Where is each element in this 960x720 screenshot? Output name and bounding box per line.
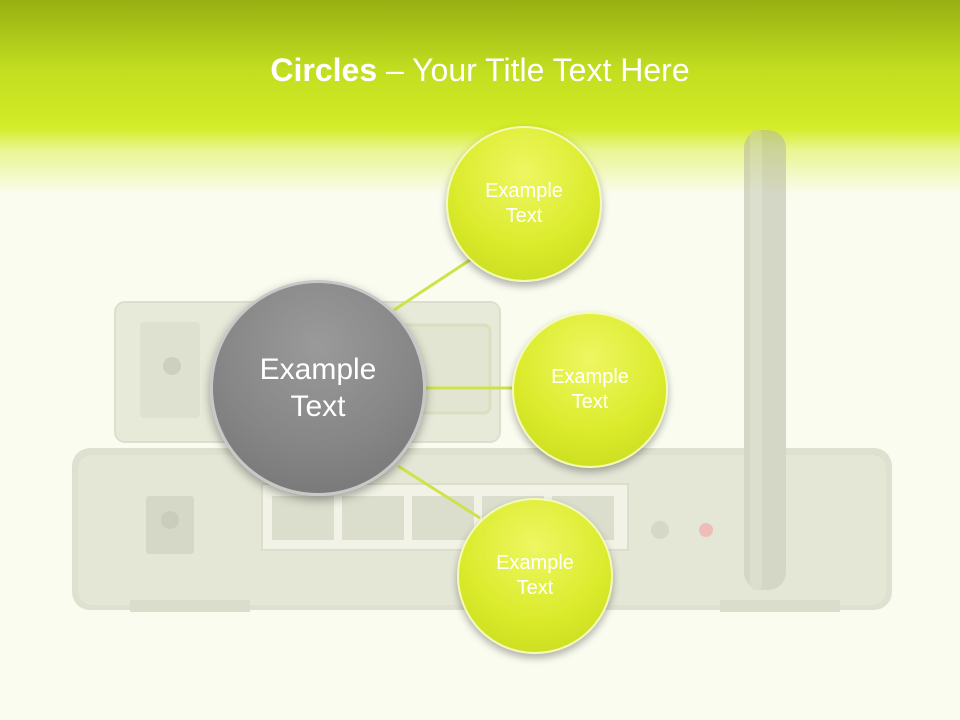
center-circle-label-line2: Text	[290, 390, 346, 423]
node-circle-1: Example Text	[446, 126, 602, 282]
slide-title: Circles – Your Title Text Here	[0, 52, 960, 89]
node-circle-1-label-line1: Example	[485, 180, 563, 202]
node-circle-3: Example Text	[457, 498, 613, 654]
center-circle-label-line1: Example	[259, 352, 377, 386]
node-circle-2-label-line2: Text	[571, 391, 609, 413]
node-circle-3-label-line1: Example	[496, 552, 574, 574]
title-rest: – Your Title Text Here	[377, 52, 690, 88]
connector-line-3	[397, 464, 481, 520]
connector-line-1	[393, 254, 477, 312]
center-circle: Example Text	[210, 280, 426, 496]
title-bold: Circles	[270, 52, 378, 88]
node-circle-1-label-line2: Text	[505, 205, 543, 227]
node-circle-3-label-line2: Text	[516, 577, 554, 599]
node-circle-2: Example Text	[512, 312, 668, 468]
node-circle-2-label-line1: Example	[551, 366, 629, 388]
